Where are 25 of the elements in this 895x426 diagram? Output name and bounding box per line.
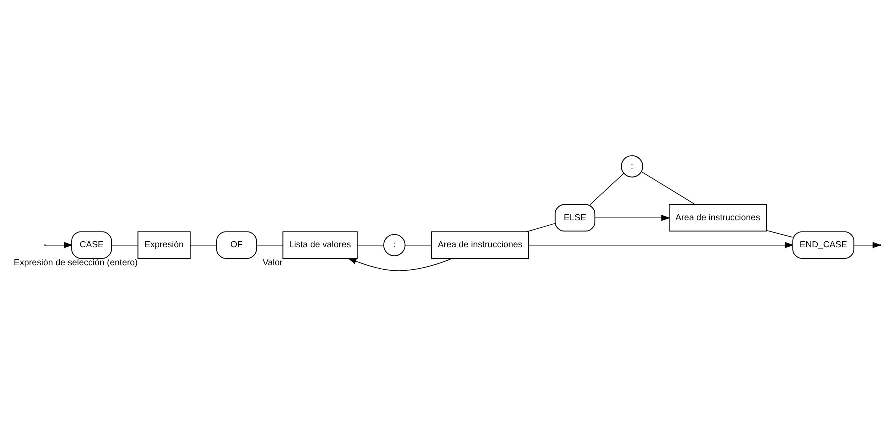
connector <box>357 244 384 246</box>
node-circle: : <box>384 234 406 256</box>
node-box: Area de instrucciones <box>669 204 767 232</box>
node-box: OF <box>216 231 258 259</box>
node-circle: : <box>621 155 644 178</box>
connector <box>111 244 138 246</box>
arrow <box>594 214 670 221</box>
node-box: ELSE <box>554 204 596 232</box>
node-box: Expresión <box>138 231 191 259</box>
node-label: Expresión de selección (entero) <box>14 257 138 268</box>
arrow <box>348 258 453 271</box>
arrow <box>45 242 74 248</box>
connector <box>766 230 794 238</box>
node-box: Lista de valores <box>282 231 358 259</box>
node-box: CASE <box>72 231 112 259</box>
connector <box>404 244 432 246</box>
connector <box>590 172 624 205</box>
arrow <box>528 242 794 248</box>
connector <box>190 244 218 246</box>
node-label: Valor <box>262 257 283 268</box>
connector <box>641 171 696 205</box>
connector <box>256 244 284 246</box>
node-box: Area de instrucciones <box>431 231 530 259</box>
node-box: END_CASE <box>792 231 855 259</box>
connector <box>526 222 556 232</box>
